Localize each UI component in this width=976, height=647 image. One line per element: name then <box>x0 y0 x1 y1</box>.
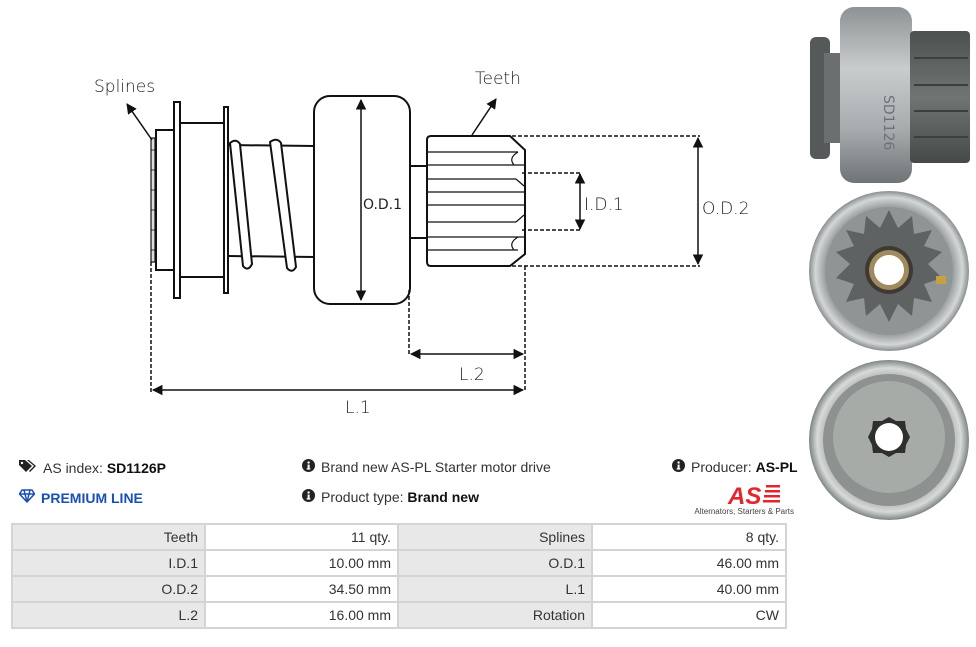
spec-value: 10.00 mm <box>204 549 399 577</box>
product-type-value: Brand new <box>407 489 479 505</box>
flange-small <box>223 106 229 294</box>
diamond-icon <box>18 489 36 506</box>
producer-value: AS-PL <box>755 459 798 475</box>
specs-table: Teeth 11 qty. Splines 8 qty. I.D.1 10.00… <box>11 523 787 629</box>
spring-coil <box>228 139 254 270</box>
product-photo-front <box>809 191 969 351</box>
info-circle-icon <box>302 489 315 505</box>
spec-value: 46.00 mm <box>591 549 787 577</box>
hub <box>155 129 175 271</box>
spec-key: L.2 <box>11 601 206 629</box>
spec-key: L.1 <box>397 575 593 603</box>
spec-key: I.D.1 <box>11 549 206 577</box>
product-description: Brand new AS-PL Starter motor drive <box>302 459 551 475</box>
table-row: I.D.1 10.00 mm O.D.1 46.00 mm <box>11 549 787 577</box>
spec-value: 16.00 mm <box>204 601 399 629</box>
premium-line-label: PREMIUM LINE <box>41 489 143 506</box>
spec-value: CW <box>591 601 787 629</box>
product-photo-side: SD1126 <box>810 7 970 183</box>
tags-icon <box>19 459 37 476</box>
table-row: Teeth 11 qty. Splines 8 qty. <box>11 523 787 551</box>
label-splines: Splines <box>94 77 155 97</box>
product-photo-back <box>809 360 969 520</box>
table-row: O.D.2 34.50 mm L.1 40.00 mm <box>11 575 787 603</box>
info-circle-icon <box>302 459 315 475</box>
pinion <box>426 135 526 267</box>
product-type: Product type: Brand new <box>302 489 479 505</box>
as-index-label: AS index: <box>43 459 103 476</box>
description-text: Brand new AS-PL Starter motor drive <box>321 459 551 475</box>
label-od2: O.D.2 <box>702 199 749 219</box>
splines-leader <box>126 103 153 141</box>
as-index: AS index: SD1126P <box>19 459 166 476</box>
table-row: L.2 16.00 mm Rotation CW <box>11 601 787 629</box>
producer-label: Producer: <box>691 459 752 475</box>
spec-key: O.D.2 <box>11 575 206 603</box>
as-pl-logo: AS <box>727 483 780 507</box>
spec-key: Splines <box>397 523 593 551</box>
spec-value: 40.00 mm <box>591 575 787 603</box>
info-circle-icon <box>672 459 685 475</box>
spec-key: O.D.1 <box>397 549 593 577</box>
photo-engraving: SD1126 <box>880 95 896 150</box>
label-l1: L.1 <box>345 398 371 418</box>
splines-edge <box>150 137 156 263</box>
spec-value: 34.50 mm <box>204 575 399 603</box>
technical-diagram: Splines Teeth O.D.1 I.D.1 O.D.2 L.2 L.1 <box>94 69 749 418</box>
label-teeth: Teeth <box>475 69 521 89</box>
spring-coil <box>268 138 298 272</box>
label-id1: I.D.1 <box>584 195 624 215</box>
teeth-leader <box>471 98 497 136</box>
product-type-label: Product type: <box>321 489 404 505</box>
premium-line: PREMIUM LINE <box>18 489 143 506</box>
logo-tagline: Alternators, Starters & Parts <box>694 507 794 516</box>
sleeve <box>179 122 225 278</box>
spec-key: Rotation <box>397 601 593 629</box>
producer: Producer: AS-PL <box>672 459 798 475</box>
label-l2: L.2 <box>459 365 485 385</box>
spec-key: Teeth <box>11 523 206 551</box>
logo-text: AS <box>727 483 761 507</box>
label-od1: O.D.1 <box>363 197 402 213</box>
spec-value: 11 qty. <box>204 523 399 551</box>
spec-value: 8 qty. <box>591 523 787 551</box>
as-index-value: SD1126P <box>106 459 166 476</box>
